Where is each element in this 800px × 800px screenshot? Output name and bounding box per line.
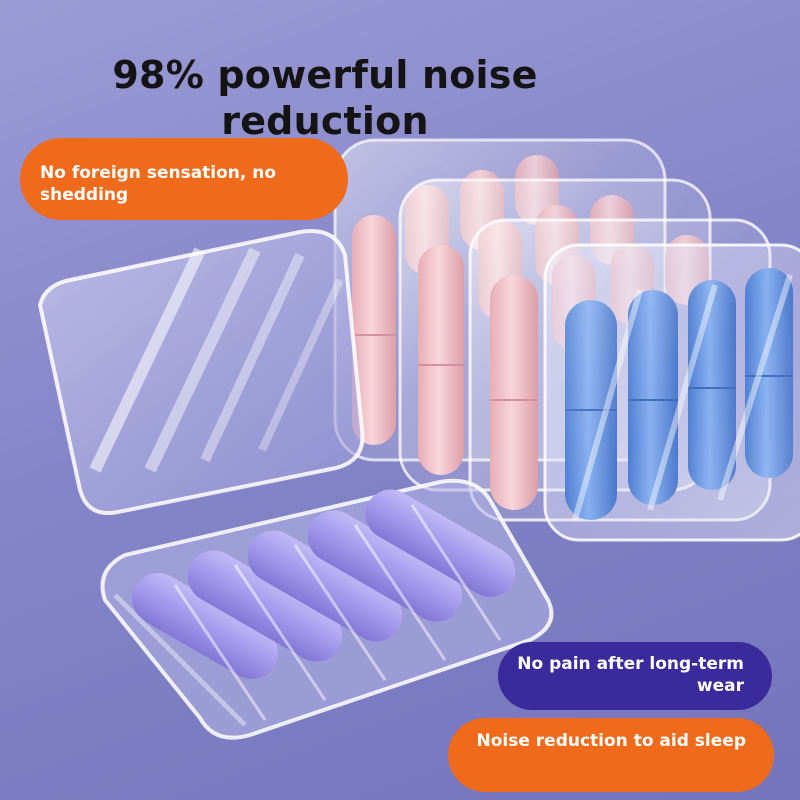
lavender-earplug	[365, 489, 516, 597]
lavender-earplug	[187, 550, 343, 662]
feature-badge-no-pain: No pain after long-term wear	[498, 642, 772, 710]
feature-badge-no-foreign-sensation: No foreign sensation, no shedding	[20, 138, 348, 220]
lavender-earplug	[247, 530, 403, 642]
headline: 98% powerful noise reduction	[112, 53, 538, 143]
open-case-lid	[37, 229, 365, 515]
blue-case	[543, 243, 800, 542]
lavender-earplug	[132, 573, 278, 679]
feature-badge-aid-sleep: Noise reduction to aid sleep	[448, 718, 774, 792]
feature-badge-text: Noise reduction to aid sleep	[476, 731, 746, 751]
feature-badge-text: No foreign sensation, no shedding	[40, 163, 277, 205]
open-case-base	[100, 478, 554, 740]
lavender-earplug	[307, 510, 463, 622]
feature-badge-text: No pain after long-term wear	[517, 654, 744, 696]
